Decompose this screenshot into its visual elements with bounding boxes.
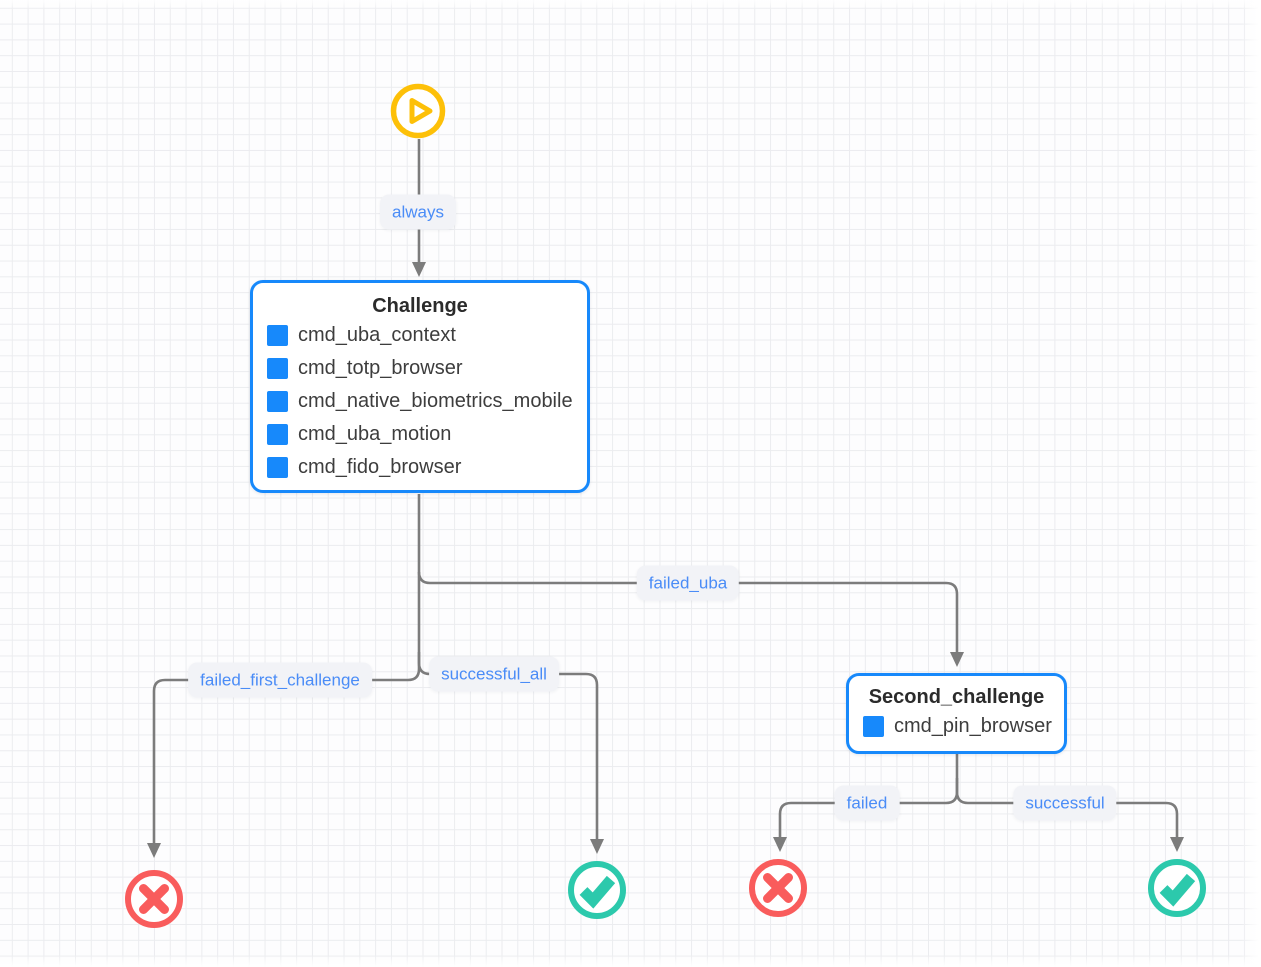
failure-end-node[interactable]	[746, 856, 810, 920]
success-end-node[interactable]	[565, 858, 629, 922]
failure-end-node[interactable]	[122, 867, 186, 931]
node-item[interactable]: cmd_fido_browser	[267, 451, 573, 484]
command-square-icon	[267, 325, 288, 346]
node-item[interactable]: cmd_uba_motion	[267, 418, 573, 451]
x-icon	[125, 870, 183, 928]
node-second-challenge[interactable]: Second_challenge cmd_pin_browser	[846, 673, 1067, 754]
node-item-label: cmd_pin_browser	[894, 715, 1052, 737]
edge-label-successful[interactable]: successful	[1013, 785, 1117, 821]
command-square-icon	[863, 716, 884, 737]
node-item-label: cmd_fido_browser	[298, 456, 462, 478]
edge-label-always[interactable]: always	[380, 194, 456, 230]
node-item[interactable]: cmd_pin_browser	[863, 710, 1052, 743]
command-square-icon	[267, 391, 288, 412]
command-square-icon	[267, 424, 288, 445]
node-title: Second_challenge	[868, 686, 1045, 708]
edge-label-successful-all[interactable]: successful_all	[429, 656, 559, 692]
success-end-node[interactable]	[1145, 856, 1209, 920]
edge-label-failed[interactable]: failed	[834, 785, 900, 821]
x-icon	[749, 859, 807, 917]
node-item[interactable]: cmd_totp_browser	[267, 352, 573, 385]
node-item-label: cmd_totp_browser	[298, 357, 463, 379]
node-item-label: cmd_uba_motion	[298, 423, 452, 445]
edge-label-failed-first-challenge[interactable]: failed_first_challenge	[188, 662, 372, 698]
edge-label-failed-uba[interactable]: failed_uba	[636, 565, 740, 601]
command-square-icon	[267, 358, 288, 379]
command-square-icon	[267, 457, 288, 478]
node-item-label: cmd_uba_context	[298, 324, 456, 346]
play-icon	[390, 83, 446, 139]
start-node[interactable]	[390, 83, 446, 139]
node-item[interactable]: cmd_native_biometrics_mobile	[267, 385, 573, 418]
node-title: Challenge	[372, 295, 468, 317]
node-item[interactable]: cmd_uba_context	[267, 319, 573, 352]
node-item-label: cmd_native_biometrics_mobile	[298, 390, 573, 412]
node-challenge[interactable]: Challenge cmd_uba_context cmd_totp_brows…	[250, 280, 590, 493]
check-icon	[1148, 859, 1206, 917]
check-icon	[568, 861, 626, 919]
